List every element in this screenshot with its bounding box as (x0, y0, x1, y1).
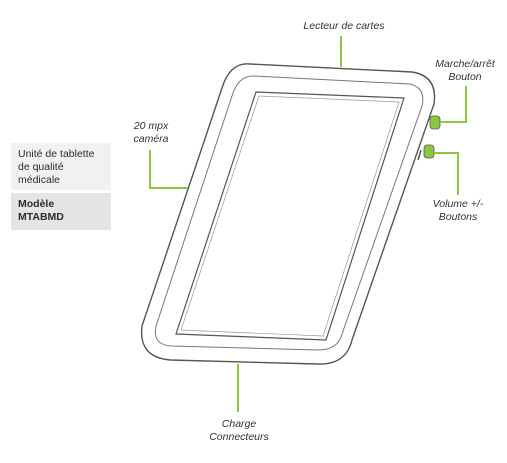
camera-label-line2: caméra (133, 133, 169, 145)
power-label-line2: Bouton (448, 71, 482, 83)
tablet-screen-inner (180, 95, 400, 337)
charge-label-line1: Charge (221, 418, 257, 430)
camera-callout: 20 mpx caméra (124, 120, 178, 146)
card-reader-callout: Lecteur de cartes (296, 20, 392, 33)
volume-label-line2: Boutons (438, 211, 478, 223)
product-info-box: Unité de tablette de qualité médicale (11, 143, 111, 190)
tablet-bezel-edge (154, 75, 424, 351)
tablet-screen (175, 91, 405, 341)
power-button (429, 115, 441, 130)
charge-label-line2: Connecteurs (209, 431, 269, 443)
model-value: MTABMD (18, 211, 64, 223)
power-callout-line (440, 86, 467, 123)
charge-callout: Charge Connecteurs (196, 418, 282, 444)
power-callout: Marche/arrêt Bouton (426, 58, 504, 84)
model-info-box: Modèle MTABMD (11, 193, 111, 230)
model-label: Modèle (18, 198, 55, 210)
volume-callout: Volume +/- Boutons (420, 198, 496, 224)
volume-button (423, 144, 435, 159)
camera-label-line1: 20 mpx (133, 120, 169, 132)
volume-callout-line (434, 152, 459, 195)
product-label: Unité de tablette de qualité médicale (18, 148, 95, 186)
power-label-line1: Marche/arrêt (435, 58, 495, 70)
volume-label-line1: Volume +/- (432, 198, 484, 210)
camera-callout-line (149, 150, 188, 189)
card-reader-label: Lecteur de cartes (303, 20, 385, 32)
volume-button-rocker (417, 149, 422, 161)
